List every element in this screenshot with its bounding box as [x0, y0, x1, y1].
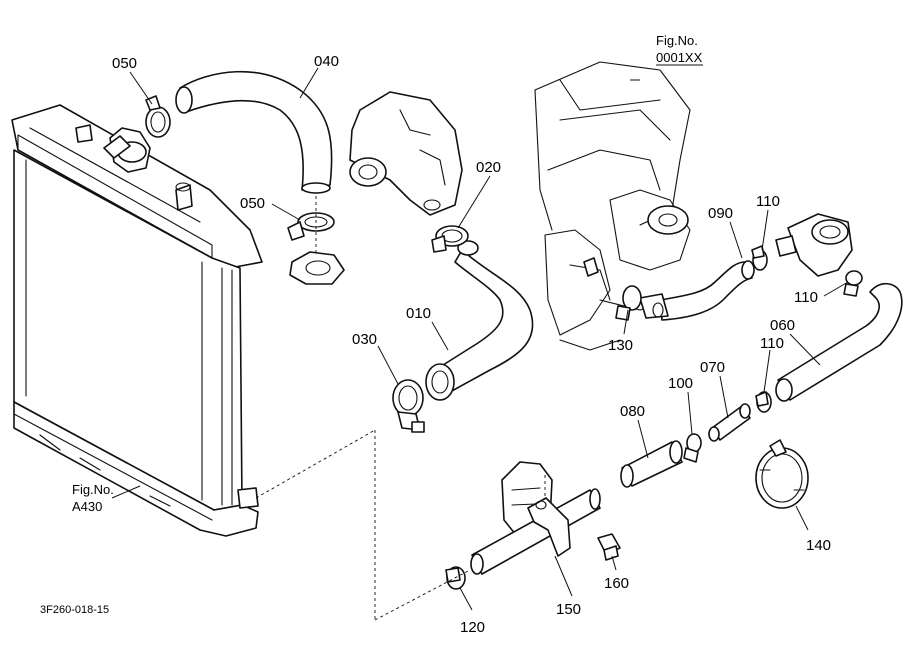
hose-clamp-110-lower: [755, 391, 772, 413]
engine-fig-label: Fig.No.: [656, 33, 698, 48]
label-090: 090: [708, 205, 733, 222]
label-040: 040: [314, 53, 339, 70]
label-100: 100: [668, 375, 693, 392]
hose-clamp-120: [445, 566, 466, 590]
label-070: 070: [700, 359, 725, 376]
radiator-fig-label: Fig.No.: [72, 482, 114, 497]
center-line-lower: [374, 569, 471, 621]
label-120: 120: [460, 619, 485, 636]
radiator-fig-number[interactable]: A430: [72, 499, 102, 514]
hose-clamp-110-top: [751, 245, 768, 271]
hose-080: [620, 440, 683, 488]
hose-clamp-100: [683, 433, 702, 463]
heater-valve: [775, 213, 853, 277]
lower-radiator-hose: [425, 240, 534, 401]
label-030: 030: [352, 331, 377, 348]
label-160: 160: [604, 575, 629, 592]
water-outlet-flange: [289, 196, 345, 285]
hose-clamp-020: [431, 225, 469, 253]
label-110-top: 110: [756, 193, 780, 210]
thermostat-housing: [349, 91, 463, 216]
label-060: 060: [770, 317, 795, 334]
radiator: [11, 104, 376, 537]
hose-clamp-030: [392, 379, 425, 433]
hose-clamp-130: [615, 285, 642, 321]
hose-clamp-050-upper: [145, 95, 171, 138]
upper-radiator-hose: [175, 70, 333, 194]
label-080: 080: [620, 403, 645, 420]
label-010: 010: [406, 305, 431, 322]
part-labels: 050 040 050 020 010 030 090 110 110 060 …: [112, 53, 831, 636]
label-130: 130: [608, 337, 633, 354]
pipe-bracket-150: [527, 497, 571, 557]
bolt-160: [597, 533, 621, 561]
engine-fig-number[interactable]: 0001XX: [656, 50, 703, 65]
label-140: 140: [806, 537, 831, 554]
pipe-070: [708, 403, 751, 442]
label-050-lower: 050: [240, 195, 265, 212]
hose-clamp-140: [755, 439, 809, 509]
label-050-upper: 050: [112, 55, 137, 72]
label-110-right: 110: [794, 289, 818, 306]
engine-block: [534, 61, 691, 351]
label-110-lower: 110: [760, 335, 784, 352]
leader-lines: [111, 67, 849, 611]
bypass-hose-090: [639, 260, 755, 321]
radiator-figure-reference[interactable]: Fig.No. A430: [72, 482, 114, 514]
heater-hose-060: [775, 282, 903, 402]
label-020: 020: [476, 159, 501, 176]
hose-clamp-110-right: [843, 270, 863, 297]
engine-figure-reference[interactable]: Fig.No. 0001XX: [656, 33, 703, 66]
label-150: 150: [556, 601, 581, 618]
drawing-code: 3F260-018-15: [40, 604, 109, 616]
